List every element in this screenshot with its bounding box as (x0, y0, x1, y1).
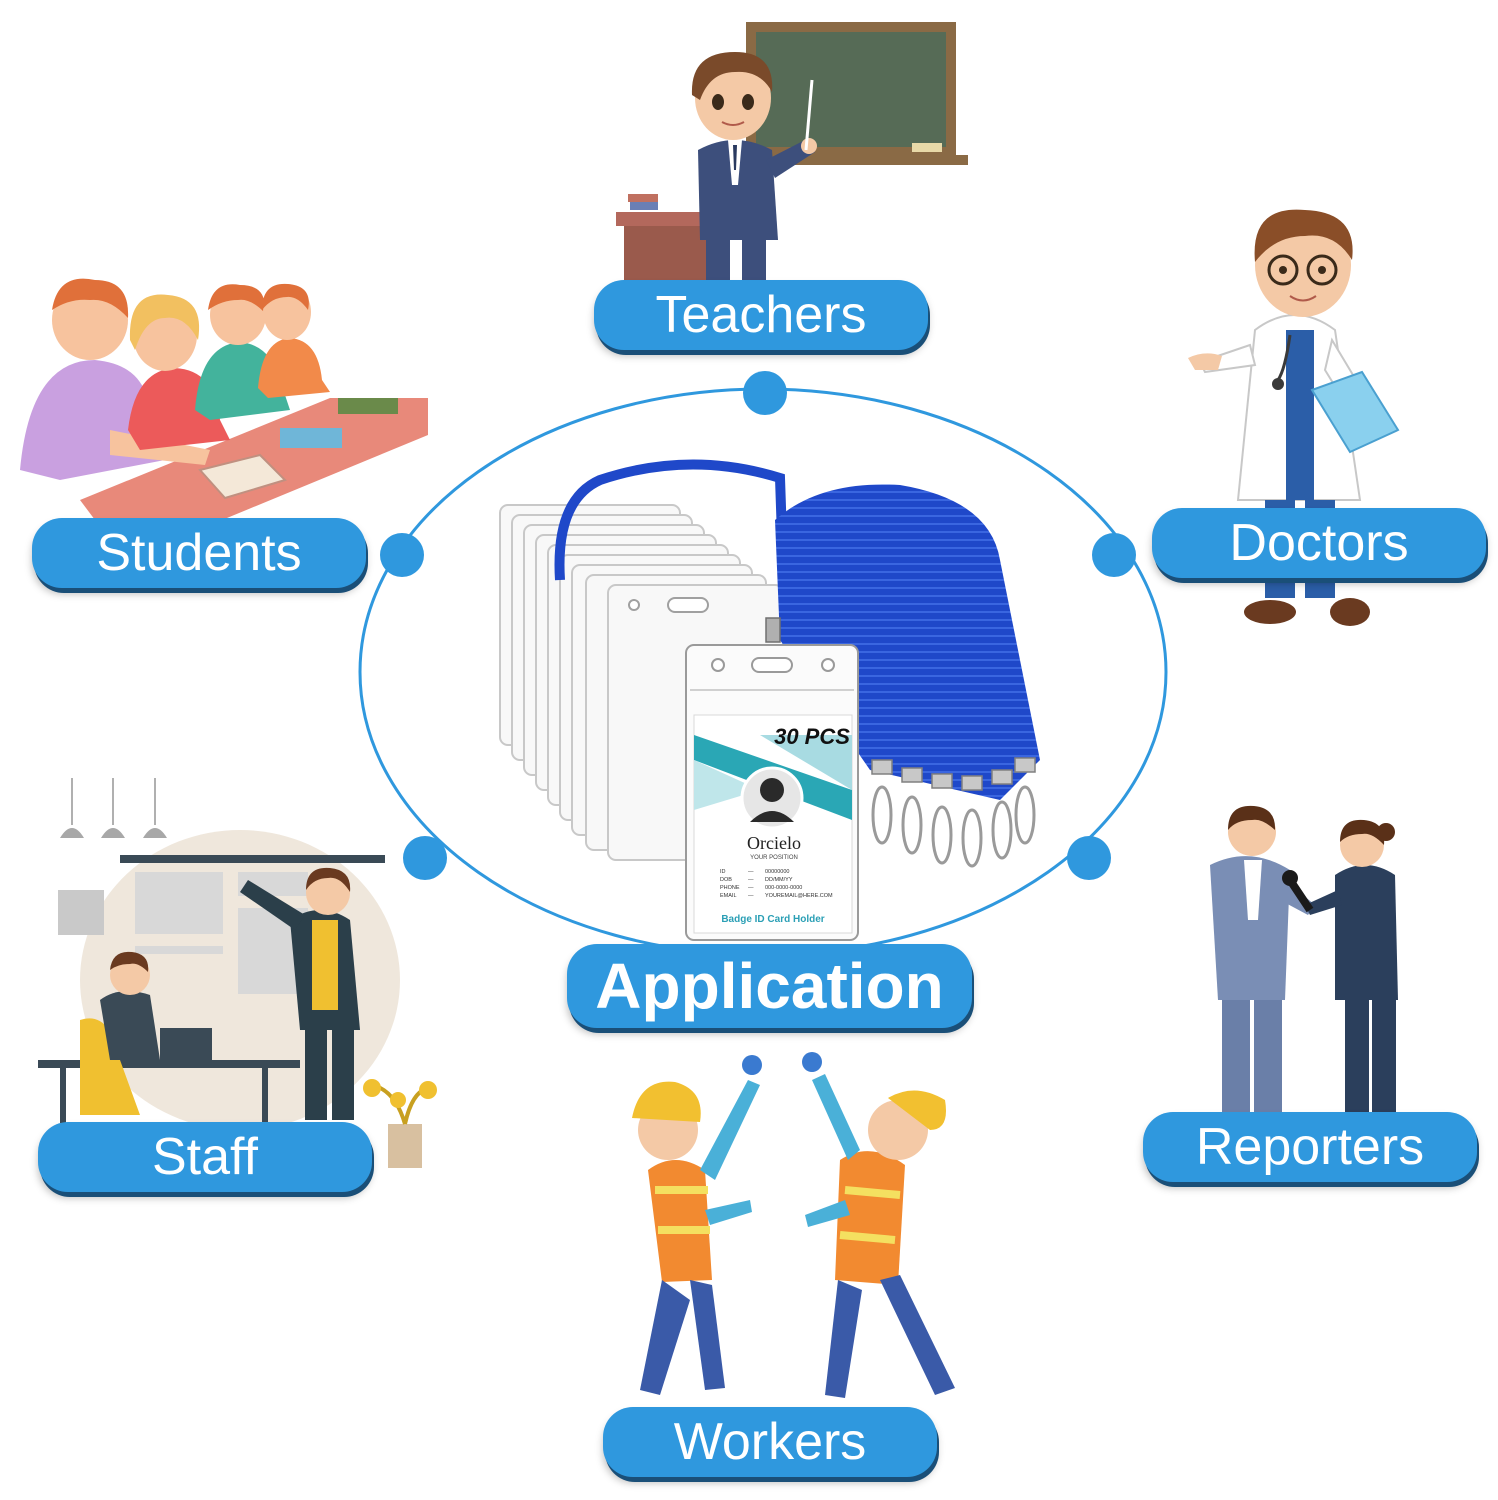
badge-field-key: ID (720, 869, 726, 875)
badge-caption: Badge ID Card Holder (721, 914, 824, 925)
badge-field-value: YOUREMAIL@HERE.COM (765, 893, 833, 899)
count-badge: 30 PCS (774, 724, 850, 749)
badge-field-value: 00000000 (765, 869, 789, 875)
doctors-label: Doctors (1152, 508, 1486, 578)
ring-dot-left-lower (403, 836, 447, 880)
ring-dot-left-upper (380, 533, 424, 577)
staff-label: Staff (38, 1122, 372, 1192)
application-title: Application (567, 944, 972, 1028)
badge-field-key: EMAIL (720, 893, 737, 899)
badge-field-dash: — (748, 877, 754, 883)
badge-holder-product (499, 459, 1040, 941)
badge-field-dash: — (748, 885, 754, 891)
teachers-label: Teachers (594, 280, 928, 350)
badge-field-key: DOB (720, 877, 732, 883)
badge-position: YOUR POSITION (750, 855, 798, 861)
workers-illustration (632, 1052, 955, 1398)
badge-field-dash: — (748, 869, 754, 875)
ring-dot-top (743, 371, 787, 415)
badge-field-value: DD/MM/YY (765, 877, 793, 883)
badge-field-key: PHONE (720, 885, 740, 891)
teacher-illustration (616, 22, 968, 281)
reporters-illustration (1210, 805, 1398, 1112)
badge-brand: Orcielo (747, 833, 801, 853)
ring-dots (380, 371, 1136, 880)
ring-dot-right-lower (1067, 836, 1111, 880)
workers-label: Workers (603, 1407, 937, 1477)
students-illustration (20, 278, 428, 535)
reporters-label: Reporters (1143, 1112, 1477, 1182)
badge-field-dash: — (748, 893, 754, 899)
students-label: Students (32, 518, 366, 588)
badge-field-value: 000-0000-0000 (765, 885, 802, 891)
ring-dot-right-upper (1092, 533, 1136, 577)
staff-illustration (38, 778, 437, 1168)
